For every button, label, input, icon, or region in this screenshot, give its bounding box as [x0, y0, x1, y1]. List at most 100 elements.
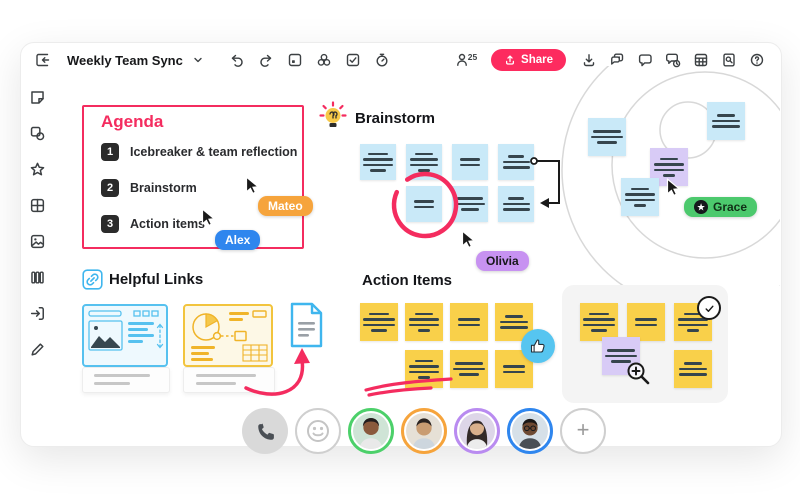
board-title[interactable]: Weekly Team Sync — [67, 52, 183, 68]
panel-sticky-4[interactable] — [674, 350, 712, 388]
zoom-in-icon — [627, 362, 650, 385]
download-icon[interactable] — [578, 49, 600, 71]
collaborators-count: 25 — [467, 52, 478, 62]
pink-scribble-underline[interactable] — [360, 376, 456, 398]
plus-icon: + — [576, 417, 590, 442]
help-icon[interactable] — [746, 49, 768, 71]
cursor-tag-alex: Alex — [215, 230, 261, 250]
agenda-item-3-number: 3 — [101, 215, 119, 233]
chevron-down-icon[interactable] — [192, 49, 204, 71]
action-sticky-6[interactable] — [450, 350, 488, 388]
frame-icon[interactable] — [284, 49, 306, 71]
checkbox-select-icon[interactable] — [342, 49, 364, 71]
avatar-alex-photo — [512, 413, 548, 449]
import-tool-icon[interactable] — [26, 302, 48, 324]
shapes-cluster-icon[interactable] — [313, 49, 335, 71]
lightbulb-icon — [319, 101, 347, 127]
agenda-item-3[interactable]: 3 Action items — [101, 215, 205, 233]
panel-sticky-1[interactable] — [580, 303, 618, 341]
pink-circle-annotation[interactable] — [387, 167, 463, 243]
agenda-item-1[interactable]: 1 Icebreaker & team reflection — [101, 143, 297, 161]
action-sticky-2[interactable] — [405, 303, 443, 341]
link-card-dashboard[interactable] — [183, 304, 273, 367]
cursor-tag-grace: ★ Grace — [684, 197, 758, 217]
document-icon[interactable] — [288, 302, 324, 348]
link-card-dashboard-caption[interactable] — [183, 367, 275, 393]
avatar-alex[interactable] — [507, 408, 553, 454]
agenda-item-2[interactable]: 2 Brainstorm — [101, 179, 197, 197]
cursor-tag-mateo: Mateo — [258, 196, 313, 216]
avatar-grace-photo — [353, 413, 389, 449]
tool-sidebar — [20, 78, 54, 446]
shapes-tool-icon[interactable] — [26, 122, 48, 144]
share-button[interactable]: Share — [491, 49, 566, 71]
brainstorm-sticky-7[interactable] — [498, 186, 534, 222]
search-document-icon[interactable] — [718, 49, 740, 71]
cursor-mateo — [245, 176, 260, 195]
cursor-alex — [201, 208, 216, 227]
top-toolbar: Weekly Team Sync — [20, 42, 780, 78]
avatar-olivia[interactable] — [454, 408, 500, 454]
circle-zone-sticky-1[interactable] — [588, 118, 626, 156]
share-label: Share — [521, 54, 553, 66]
brainstorm-sticky-5[interactable] — [406, 186, 442, 222]
avatar-olivia-photo — [459, 413, 495, 449]
add-participant-button[interactable]: + — [560, 408, 606, 454]
phone-icon — [257, 423, 274, 440]
collapse-panel-icon[interactable] — [32, 49, 54, 71]
cursor-tag-olivia: Olivia — [476, 251, 529, 271]
brainstorm-sticky-3[interactable] — [452, 144, 488, 180]
brainstorm-sticky-1[interactable] — [360, 144, 396, 180]
agenda-item-1-label: Icebreaker & team reflection — [130, 145, 298, 159]
pen-tool-icon[interactable] — [26, 338, 48, 360]
agenda-title[interactable]: Agenda — [101, 112, 164, 131]
comment-icon[interactable] — [634, 49, 656, 71]
star-tool-icon[interactable] — [26, 158, 48, 180]
comment-history-icon[interactable] — [662, 49, 684, 71]
table-icon[interactable] — [690, 49, 712, 71]
action-sticky-4[interactable] — [495, 303, 533, 341]
timer-icon[interactable] — [371, 49, 393, 71]
panel-sticky-2[interactable] — [627, 303, 665, 341]
action-items-title[interactable]: Action Items — [362, 272, 453, 289]
action-sticky-1[interactable] — [360, 303, 398, 341]
star-badge-icon: ★ — [694, 200, 708, 214]
helpful-links-title[interactable]: Helpful Links — [109, 271, 204, 288]
agenda-item-1-number: 1 — [101, 143, 119, 161]
undo-icon[interactable] — [226, 49, 248, 71]
redo-icon[interactable] — [255, 49, 277, 71]
agenda-item-2-label: Brainstorm — [130, 181, 197, 195]
avatar-mateo[interactable] — [401, 408, 447, 454]
brainstorm-sticky-4[interactable] — [498, 144, 534, 180]
connector-arrow[interactable] — [528, 150, 568, 212]
sticky-note-tool-icon[interactable] — [26, 86, 48, 108]
frames-tool-icon[interactable] — [26, 266, 48, 288]
link-card-webpage-caption[interactable] — [82, 367, 170, 393]
thumbs-up-badge[interactable] — [521, 329, 555, 363]
grid-tool-icon[interactable] — [26, 194, 48, 216]
agenda-item-2-number: 2 — [101, 179, 119, 197]
agenda-frame[interactable] — [82, 105, 304, 249]
avatar-grace[interactable] — [348, 408, 394, 454]
circle-zone-sticky-3[interactable] — [621, 178, 659, 216]
chat-bubbles-icon[interactable] — [606, 49, 628, 71]
users-icon[interactable]: 25 — [453, 49, 479, 71]
thumbs-up-icon — [530, 339, 545, 353]
link-card-webpage[interactable] — [82, 304, 168, 367]
brainstorm-title[interactable]: Brainstorm — [355, 110, 436, 127]
action-sticky-3[interactable] — [450, 303, 488, 341]
check-badge — [697, 296, 721, 320]
image-tool-icon[interactable] — [26, 230, 48, 252]
smiley-icon — [307, 420, 329, 442]
webpage-thumbnail — [88, 310, 164, 351]
dashboard-thumbnail — [191, 310, 268, 362]
circle-zone-sticky-2[interactable] — [707, 102, 745, 140]
presence-bar: + — [242, 408, 606, 454]
pink-curved-arrow[interactable] — [235, 338, 325, 400]
agenda-item-3-label: Action items — [130, 217, 206, 231]
cursor-olivia — [461, 230, 476, 249]
avatar-mateo-photo — [406, 413, 442, 449]
reactions-button[interactable] — [295, 408, 341, 454]
call-button[interactable] — [242, 408, 288, 454]
